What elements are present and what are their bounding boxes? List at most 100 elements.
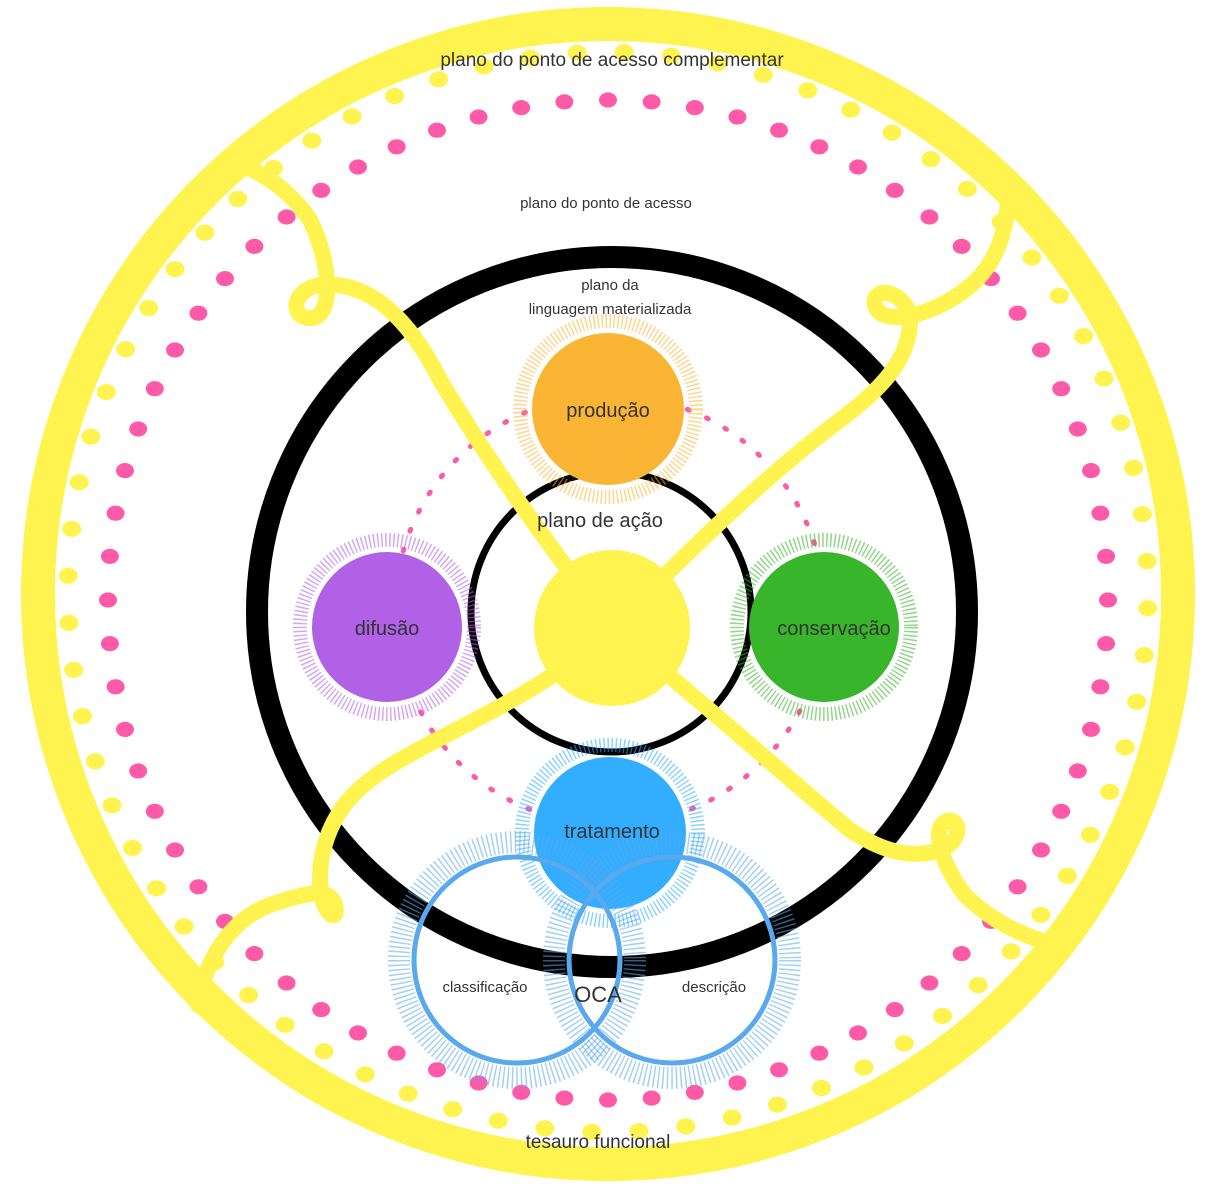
yellow-dot (1080, 826, 1100, 843)
yellow-dot (968, 977, 988, 994)
treatment-label: tratamento (564, 821, 660, 843)
pink-dot (1099, 592, 1117, 608)
yellow-dot (1132, 506, 1152, 523)
pink-dot (770, 122, 788, 138)
pink-dot (277, 975, 296, 991)
thesaurus-label: tesauro funcional (526, 1132, 671, 1153)
pink-dot (1052, 803, 1071, 819)
pink-dot (770, 1062, 788, 1078)
pink-dot (1032, 342, 1050, 358)
yellow-dot (1049, 287, 1069, 304)
yellow-dot (1127, 693, 1147, 710)
pink-dot (129, 763, 148, 779)
pink-dot (920, 975, 939, 991)
yellow-dot (72, 708, 92, 725)
yellow-dot (1057, 867, 1077, 885)
yellow-dot (488, 1112, 508, 1129)
pink-dot (920, 209, 939, 225)
yellow-dot (1031, 906, 1051, 924)
yellow-dot (123, 839, 142, 857)
yellow-dot (582, 1123, 602, 1140)
pink-dot (810, 139, 829, 155)
pink-dot (166, 842, 184, 858)
yellow-dot (629, 1123, 649, 1140)
pink-dot (100, 548, 119, 565)
center-label: OCA (574, 982, 622, 1007)
classification-venn (388, 831, 646, 1089)
pink-dot (312, 182, 331, 198)
pink-dot (1052, 381, 1071, 397)
yellow-dot (342, 108, 362, 125)
yellow-dot (174, 918, 194, 935)
pink-dot (952, 946, 971, 962)
pink-dot (166, 342, 184, 358)
pink-dot (189, 305, 208, 321)
pink-dot (1068, 421, 1087, 437)
center-hub (534, 550, 690, 706)
pink-dot (555, 94, 574, 110)
yellow-dot (58, 567, 78, 584)
yellow-dot (96, 384, 116, 401)
yellow-dot (147, 880, 167, 897)
production-node (513, 314, 703, 504)
pink-dot (1091, 679, 1110, 695)
yellow-dot-ring (58, 44, 1158, 1140)
pink-dot (849, 159, 867, 175)
pink-dot (106, 505, 125, 521)
yellow-dot (708, 55, 728, 72)
classification-label: classificação (442, 979, 527, 996)
pink-dot (245, 946, 264, 962)
yellow-dot (116, 341, 136, 358)
language-plane-label-line2: linguagem materializada (529, 301, 692, 318)
yellow-dot (62, 520, 82, 537)
pink-dot (599, 92, 617, 108)
access-plane-label: plano do ponto de acesso (520, 195, 692, 212)
pink-dot (728, 1075, 747, 1091)
pink-dot (349, 159, 367, 175)
yellow-dot (854, 1059, 874, 1076)
pink-dot (1008, 879, 1027, 895)
pink-dot (428, 1062, 446, 1078)
yellow-dot (894, 1035, 914, 1052)
pink-dot (1091, 505, 1110, 521)
pink-dot (129, 421, 148, 437)
pink-dot (245, 238, 264, 254)
pink-dot (387, 139, 406, 155)
pink-dot (512, 100, 531, 116)
yellow-dot (567, 44, 587, 62)
yellow-dot (474, 58, 494, 75)
pink-dot (555, 1090, 574, 1106)
pink-dot-ring (99, 92, 1117, 1108)
pink-dot (189, 879, 208, 895)
yellow-dot (661, 47, 681, 64)
yellow-dot (165, 261, 185, 278)
pink-dot (1082, 721, 1100, 738)
pink-dot (387, 1045, 406, 1061)
yellow-dot (1100, 783, 1120, 800)
yellow-dot (1138, 600, 1158, 617)
yellow-dot (1111, 414, 1131, 431)
yellow-dot (1134, 647, 1154, 664)
pink-dot (810, 1045, 829, 1061)
yellow-dot (239, 987, 259, 1004)
yellow-dot (841, 101, 861, 118)
pink-dot (685, 1084, 704, 1100)
yellow-dot (139, 300, 159, 317)
yellow-dot (1094, 370, 1114, 387)
pink-dot (1097, 548, 1116, 565)
yellow-dot (1124, 459, 1144, 476)
yellow-dot (921, 151, 941, 168)
yellow-dot (1115, 739, 1135, 756)
conservation-label: conservação (777, 618, 890, 640)
yellow-dot (102, 797, 122, 814)
pink-dot (642, 94, 661, 110)
pink-dot (99, 592, 117, 608)
pink-dot (349, 1025, 367, 1041)
yellow-dot (882, 124, 902, 141)
pink-dot (116, 463, 134, 479)
pink-dot (145, 803, 164, 819)
pink-dot (849, 1025, 867, 1041)
yellow-dot (398, 1085, 418, 1102)
yellow-dot (933, 1007, 952, 1024)
pink-dot (312, 1002, 331, 1018)
